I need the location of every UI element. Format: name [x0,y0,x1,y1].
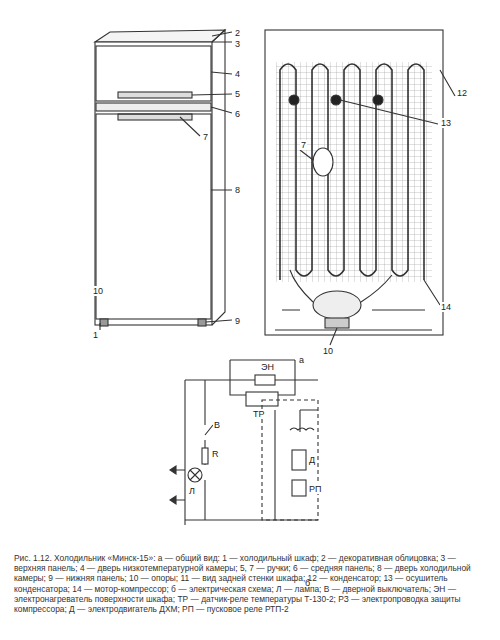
component-label: Л [188,486,196,496]
component-label: R [211,449,220,459]
electric-circuit [170,360,318,525]
callout-number: 10 [92,286,104,296]
callout-number: 3 [234,39,241,49]
component-label: Д [308,455,316,465]
callout-number: 8 [234,185,241,195]
component-label: РП [308,484,322,494]
callout-number: 7 [300,140,307,150]
callout-number: 7 [202,132,209,142]
fridge-front-view [95,30,232,330]
callout-number: 2 [234,28,241,38]
callout-number: 6 [234,109,241,119]
callout-number: 10 [322,346,334,356]
component-label: В [213,420,221,430]
callout-number: 14 [440,302,452,312]
component-label: ТР [252,409,266,419]
callout-number: 9 [234,316,241,326]
view-letter: а [298,355,305,365]
callout-number: 5 [234,89,241,99]
callout-number: 4 [234,69,241,79]
callout-number: 12 [456,88,468,98]
fridge-back-view [265,30,455,345]
component-label: ЭН [260,362,275,372]
callout-number: 1 [92,330,99,340]
callout-number: 13 [440,118,452,128]
figure-caption: Рис. 1.12. Холодильник «Минск-15»: а — о… [14,553,484,614]
